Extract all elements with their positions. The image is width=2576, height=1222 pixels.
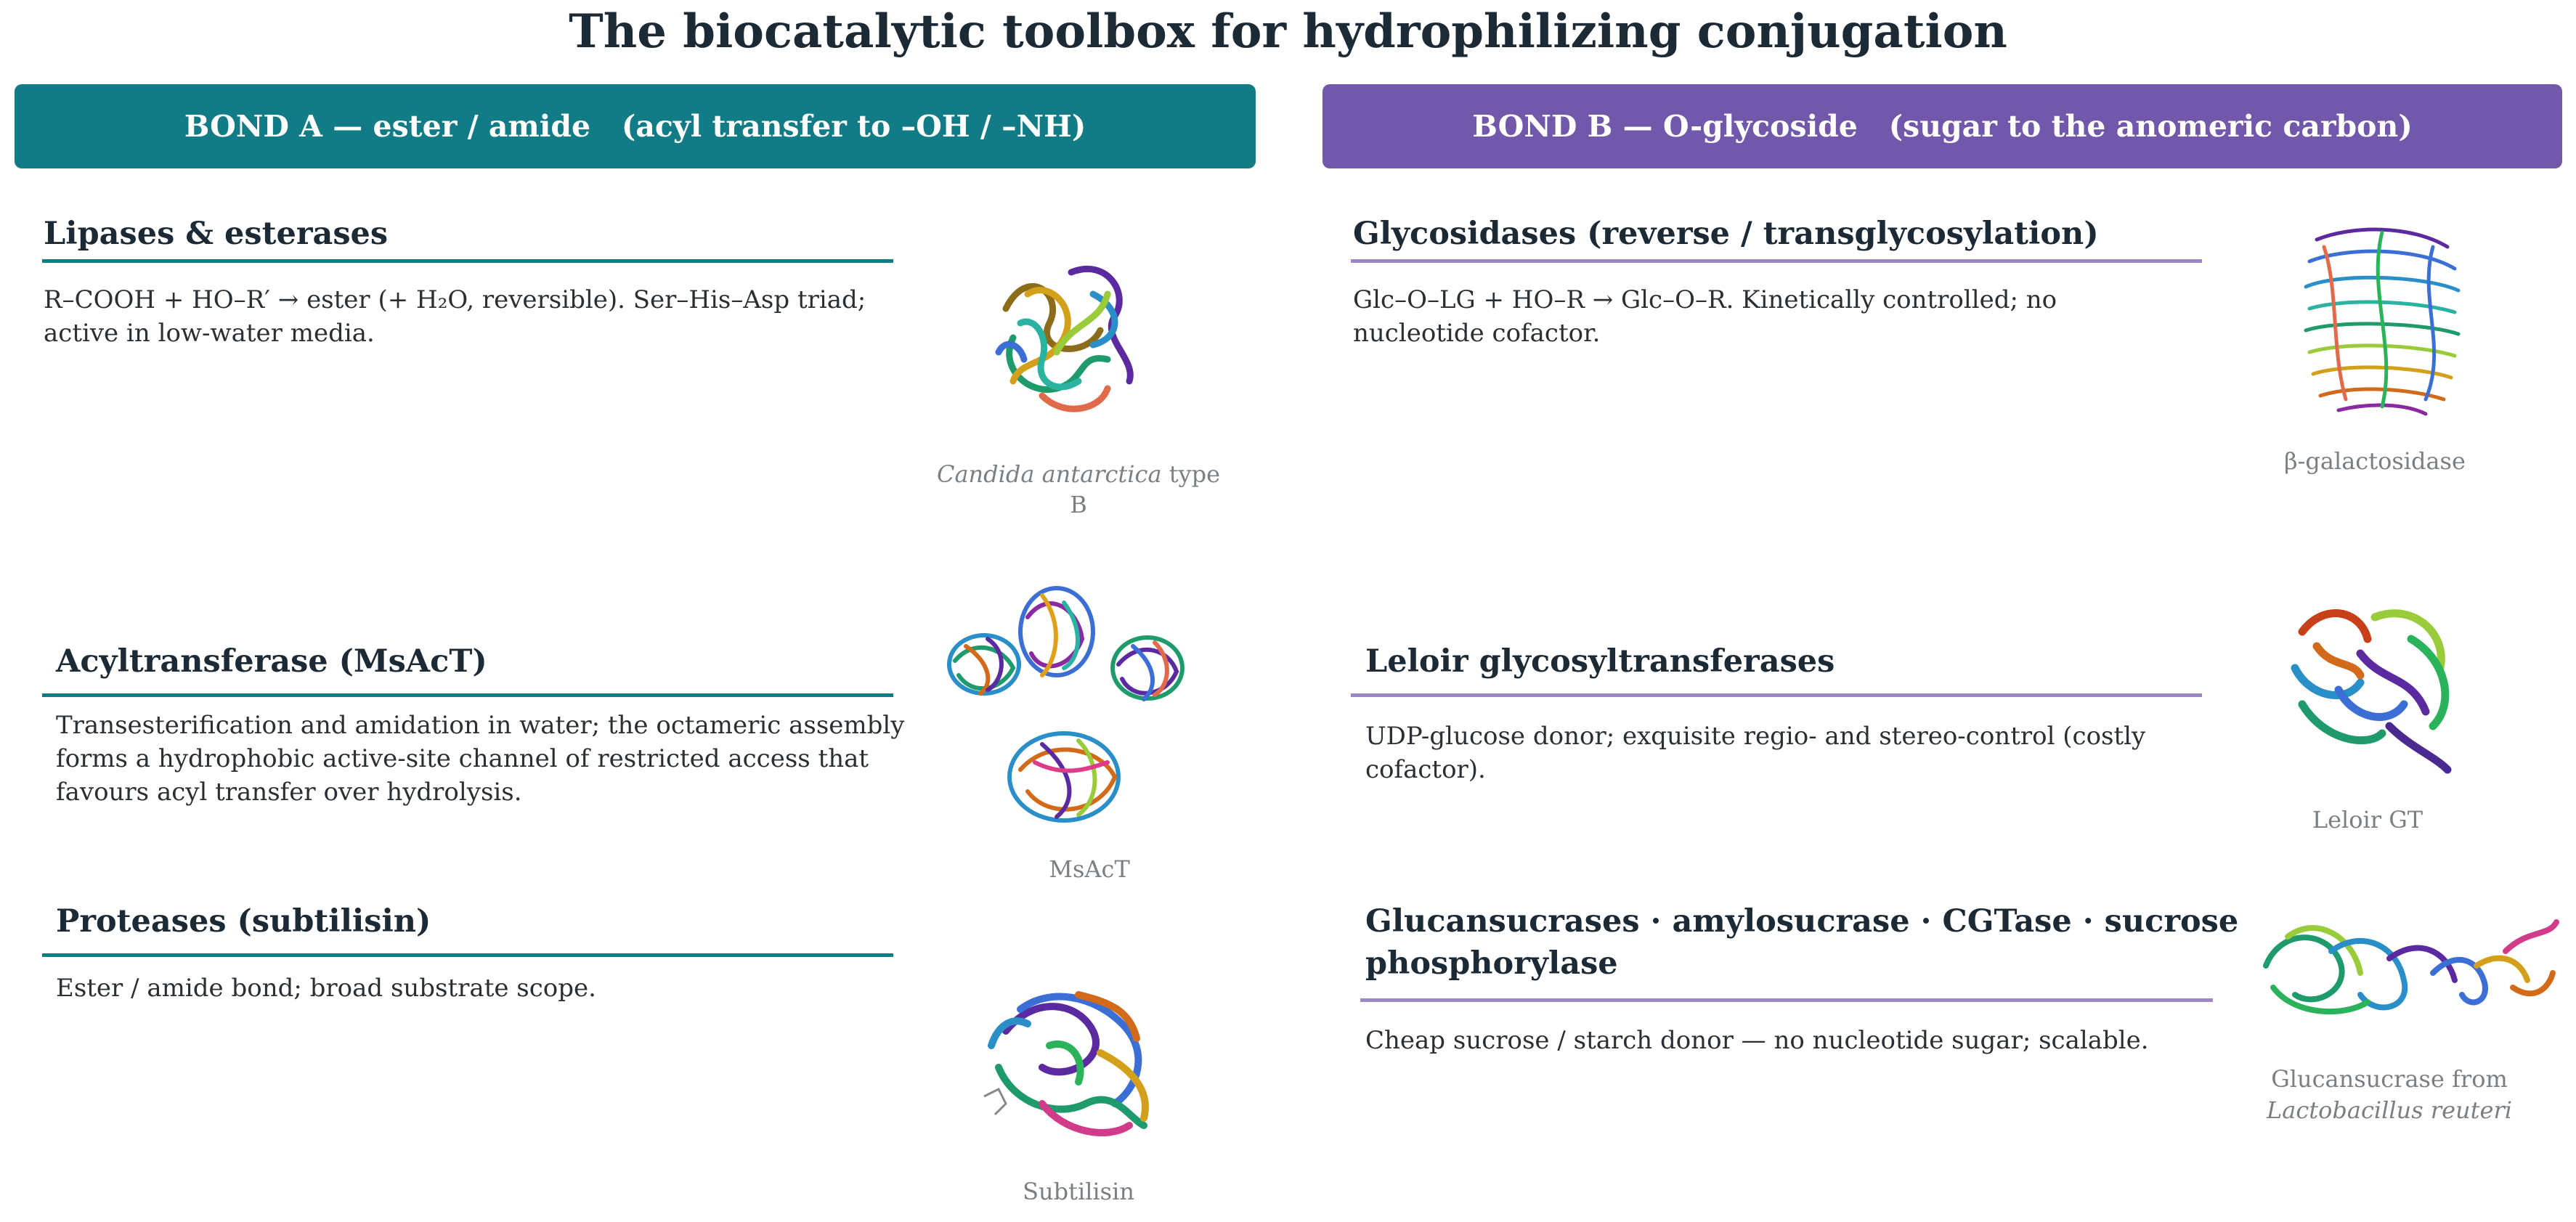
msact-heading: Acyltransferase (MsAcT) (56, 643, 487, 680)
leloir-gt-caption: Leloir GT (2312, 806, 2423, 834)
glucansucrases-heading-line1: Glucansucrases · amylosucrase · CGTase ·… (1365, 903, 2239, 940)
glucansucrase-structure-image (2263, 919, 2559, 1015)
beta-galactosidase-structure-image (2304, 227, 2461, 416)
glycosidases-rule (1351, 259, 2202, 263)
subtilisin-caption: Subtilisin (1023, 1178, 1134, 1205)
leloir-heading: Leloir glycosyltransferases (1365, 643, 1835, 680)
glycosidases-heading: Glycosidases (reverse / transglycosylati… (1353, 216, 2099, 252)
subtilisin-rule (42, 953, 893, 957)
glycosidases-description: Glc–O–LG + HO–R → Glc–O–R. Kinetically c… (1353, 285, 2057, 348)
glucansucrase-caption-line2: Lactobacillus reuteri (2267, 1096, 2512, 1124)
leloir-gt-structure-image (2291, 609, 2452, 774)
subtilisin-structure-image (983, 991, 1149, 1136)
leloir-description: UDP-glucose donor; exquisite regio- and … (1365, 722, 2146, 784)
leloir-rule (1351, 693, 2202, 697)
lipases-rule (42, 259, 893, 263)
msact-description: Transesterification and amidation in wat… (56, 711, 905, 807)
bond-b-header: BOND B — O-glycoside (sugar to the anome… (1322, 84, 2562, 168)
lipases-description: R–COOH + HO–R′ → ester (+ H₂O, reversibl… (44, 285, 866, 348)
glucansucrases-description: Cheap sucrose / starch donor — no nucleo… (1365, 1026, 2149, 1055)
lipase-caption: Candida antarctica type B (936, 460, 1221, 518)
lipase-structure-image (995, 265, 1134, 412)
page-title: The biocatalytic toolbox for hydrophiliz… (569, 4, 2007, 59)
lipases-heading: Lipases & esterases (44, 216, 389, 252)
subtilisin-description: Ester / amide bond; broad substrate scop… (56, 974, 596, 1003)
glucansucrases-rule (1360, 998, 2213, 1002)
msact-rule (42, 693, 893, 697)
subtilisin-heading: Proteases (subtilisin) (56, 903, 431, 940)
beta-galactosidase-caption: β-galactosidase (2284, 447, 2466, 475)
msact-structure-image (947, 586, 1185, 823)
glucansucrases-heading-line2: phosphorylase (1365, 945, 1618, 982)
bond-a-header: BOND A — ester / amide (acyl transfer to… (15, 84, 1256, 168)
msact-caption: MsAcT (1049, 855, 1130, 883)
glucansucrase-caption-line1: Glucansucrase from (2271, 1065, 2508, 1093)
